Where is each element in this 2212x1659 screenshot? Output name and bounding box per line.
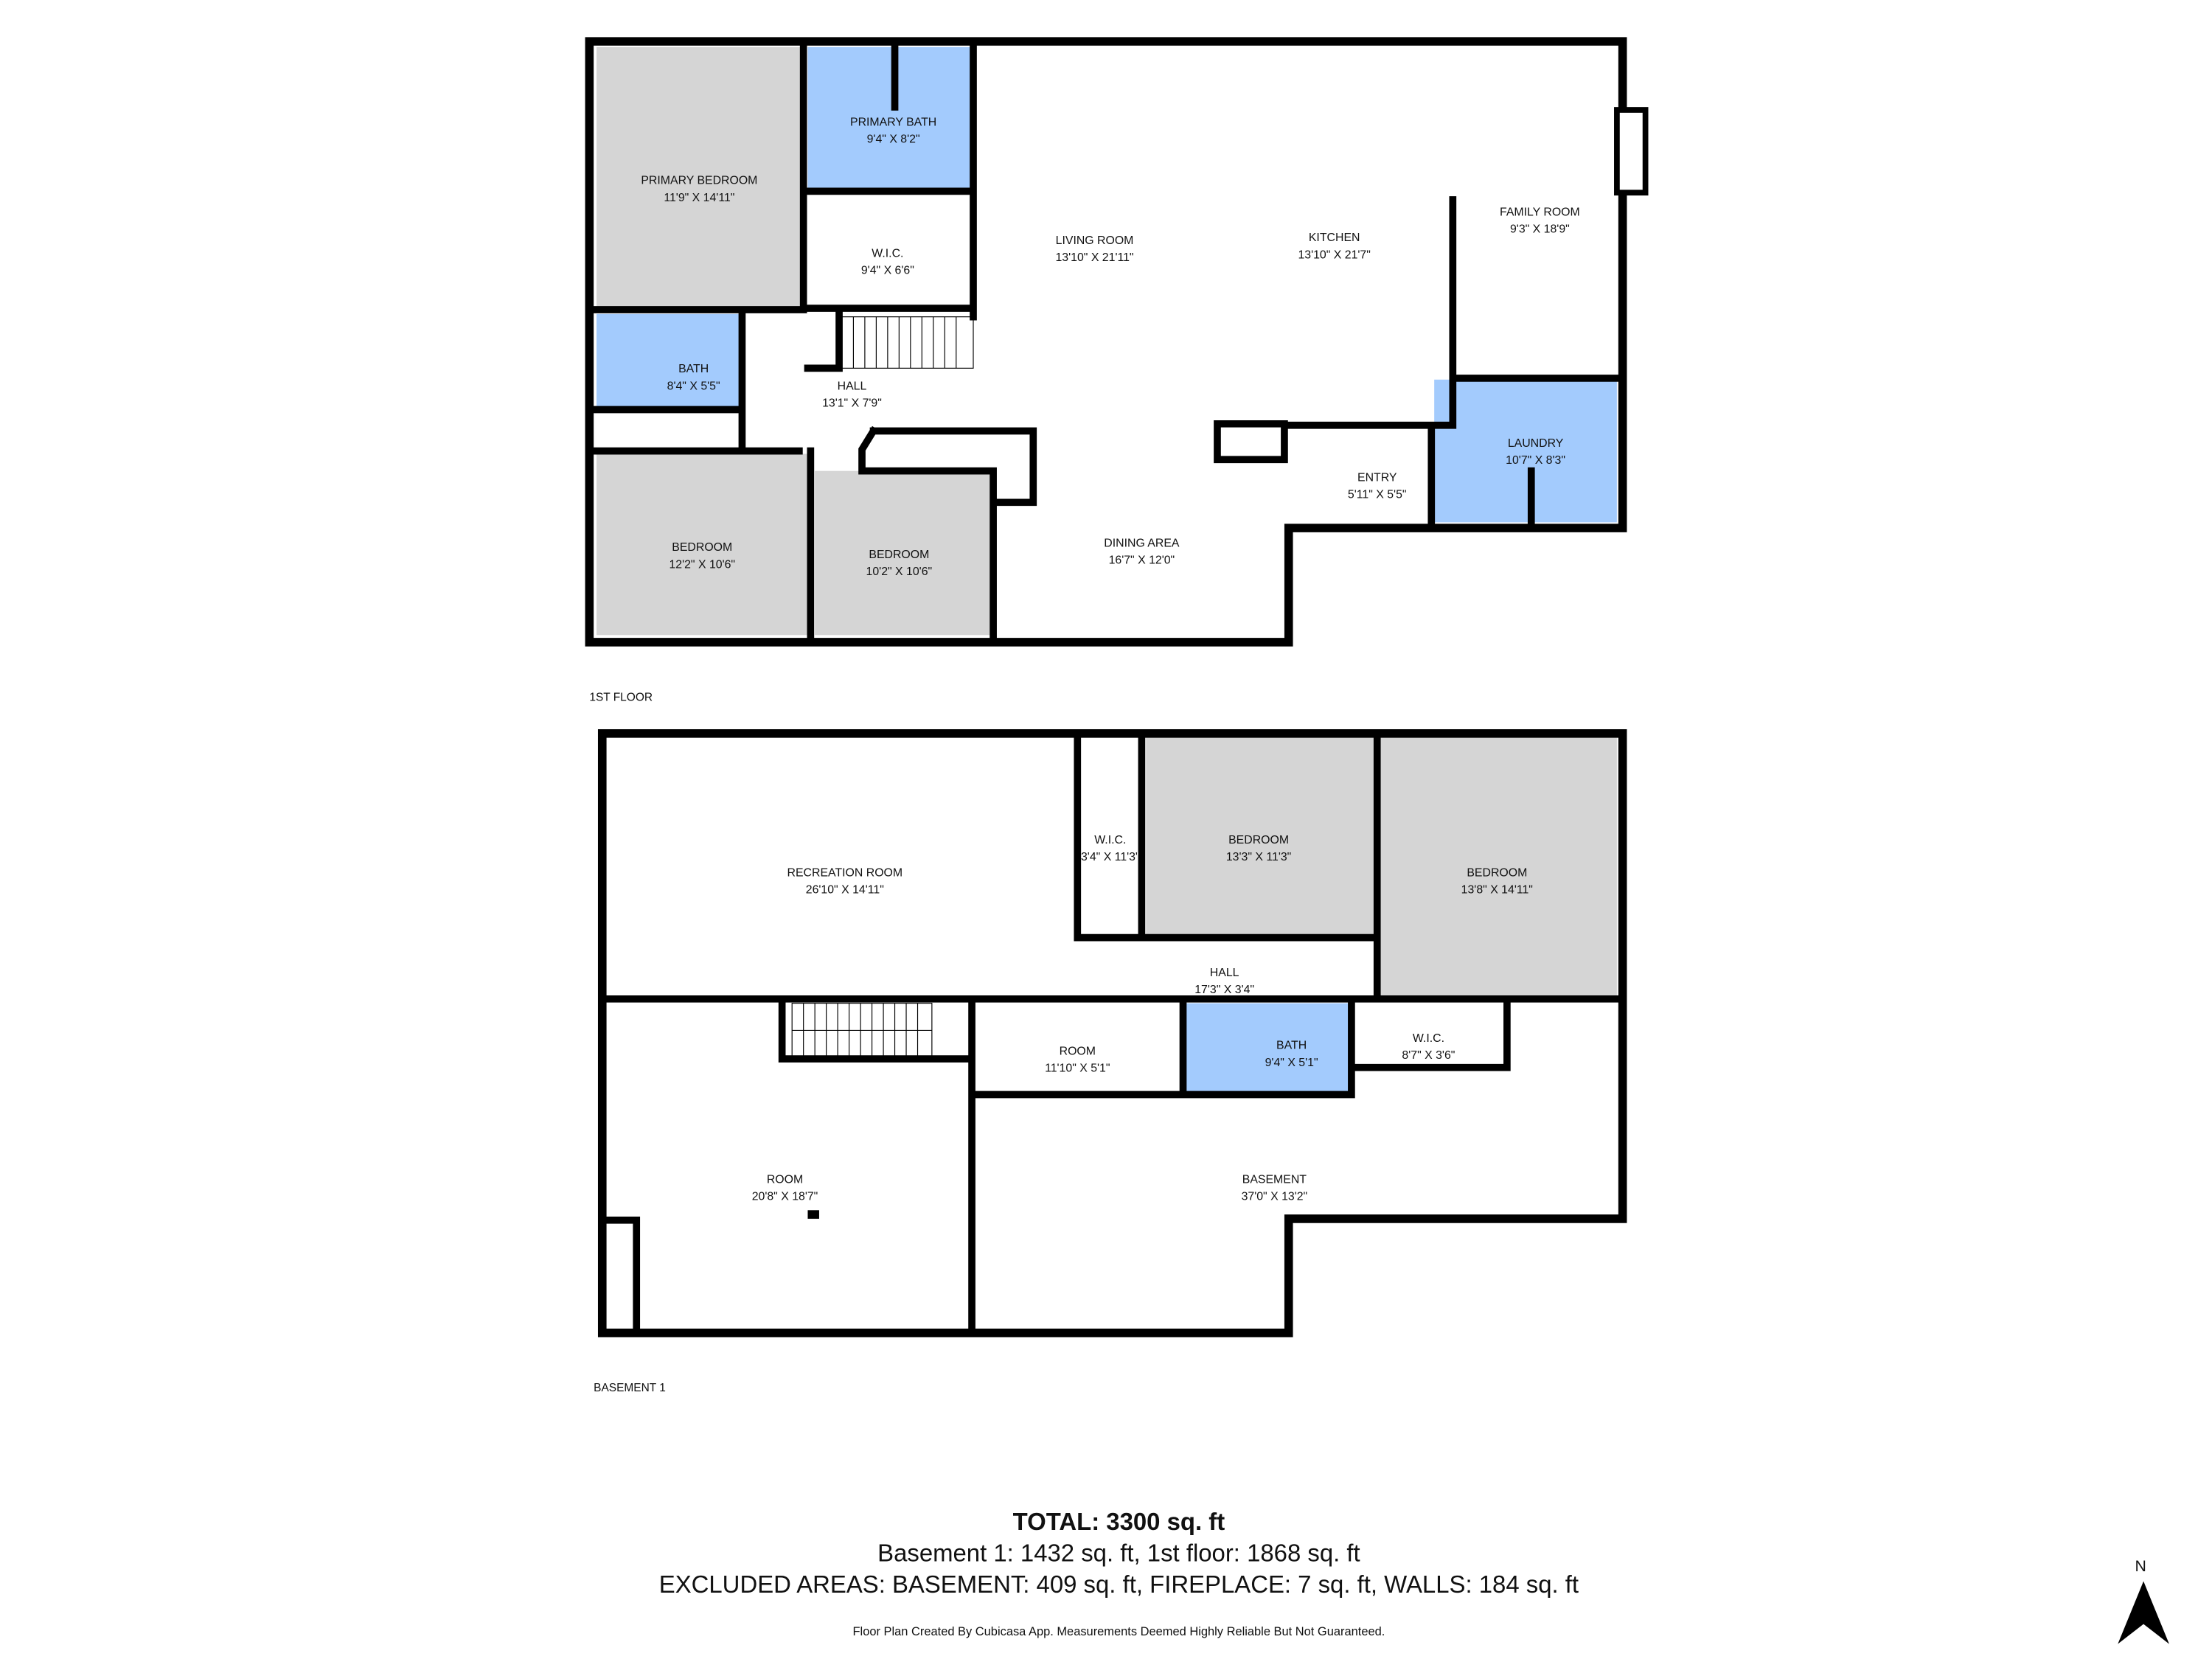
disclaimer: Floor Plan Created By Cubicasa App. Meas… [853,1625,1385,1638]
room-name: FAMILY ROOM [1500,206,1580,218]
room-size: 11'10" X 5'1" [1045,1062,1110,1075]
room-name: DINING AREA [1104,537,1180,549]
room-name: BATH [678,363,709,375]
floor-label-basement: BASEMENT 1 [594,1382,666,1394]
room-hall: HALL 13'1" X 7'9" [822,380,882,409]
room-size: 13'3" X 11'3" [1226,851,1291,863]
room-name: BEDROOM [1467,866,1527,879]
room-size: 9'4" X 5'1" [1265,1057,1318,1069]
room-living-room: LIVING ROOM 13'10" X 21'11" [1055,234,1133,264]
room-name: PRIMARY BEDROOM [641,175,757,187]
room-name: BEDROOM [672,541,732,554]
room-size: 8'7" X 3'6" [1402,1049,1455,1062]
room-w-i-c: W.I.C. 8'7" X 3'6" [1402,1032,1455,1062]
room-size: 10'2" X 10'6" [866,566,933,578]
room-size: 13'1" X 7'9" [822,397,882,410]
room-name: LAUNDRY [1508,437,1564,450]
room-name: W.I.C. [1094,834,1126,846]
room-bedroom: BEDROOM 13'8" X 14'11" [1461,866,1533,896]
fireplace [1614,107,1649,196]
room-bedroom: BEDROOM 12'2" X 10'6" [669,541,735,571]
north-arrow-icon: N [2118,1557,2169,1644]
column [807,1210,819,1219]
room-w-i-c: W.I.C. 9'4" X 6'6" [861,247,914,276]
room-fill-bedroom [1380,737,1617,998]
basement-interior-walls [598,734,1627,1337]
room-basement: BASEMENT 37'0" X 13'2" [1242,1174,1308,1203]
room-fill-bath [597,313,741,407]
room-family-room: FAMILY ROOM 9'3" X 18'9" [1500,206,1580,235]
room-name: ROOM [767,1174,803,1186]
room-size: 26'10" X 14'11" [806,884,884,897]
room-size: 13'10" X 21'11" [1055,251,1133,264]
excluded-areas: EXCLUDED AREAS: BASEMENT: 409 sq. ft, FI… [659,1571,1579,1598]
room-name: PRIMARY BATH [850,116,936,128]
room-bedroom: BEDROOM 10'2" X 10'6" [866,549,933,578]
room-hall: HALL 17'3" X 3'4" [1194,967,1254,996]
room-size: 9'3" X 18'9" [1510,223,1570,235]
walls [585,37,1649,1338]
room-name: BEDROOM [1228,834,1289,846]
room-size: 11'9" X 14'11" [664,192,734,204]
room-name: ROOM [1060,1045,1096,1057]
room-name: W.I.C. [872,247,903,260]
room-dining-area: DINING AREA 16'7" X 12'0" [1104,537,1180,566]
stairs-basement [791,1003,933,1061]
room-name: BEDROOM [869,549,929,561]
room-recreation-room: RECREATION ROOM 26'10" X 14'11" [787,866,903,896]
first-floor-interior-walls [593,44,1624,639]
room-name: LIVING ROOM [1056,234,1134,247]
room-size: 16'7" X 12'0" [1109,554,1175,567]
room-size: 5'11" X 5'5" [1348,488,1407,501]
room-name: RECREATION ROOM [787,866,903,879]
room-size: 13'8" X 14'11" [1461,884,1533,897]
room-bath: BATH 8'4" X 5'5" [667,363,720,392]
room-room: ROOM 11'10" X 5'1" [1045,1045,1110,1074]
room-size: 8'4" X 5'5" [667,380,720,392]
room-name: KITCHEN [1309,232,1360,244]
room-size: 13'10" X 21'7" [1298,248,1370,261]
room-room: ROOM 20'8" X 18'7" [752,1174,818,1203]
room-name: BASEMENT [1242,1174,1307,1186]
room-size: 10'7" X 8'3" [1506,454,1565,467]
room-name: HALL [1210,967,1239,979]
stairs-first-floor [841,316,974,369]
room-size: 37'0" X 13'2" [1242,1191,1308,1203]
room-primary-bedroom: PRIMARY BEDROOM 11'9" X 14'11" [641,175,757,204]
north-label: N [2135,1557,2146,1575]
room-laundry: LAUNDRY 10'7" X 8'3" [1506,437,1565,467]
room-bedroom: BEDROOM 13'3" X 11'3" [1226,834,1291,863]
room-w-i-c: W.I.C. 3'4" X 11'3" [1081,834,1140,863]
room-size: 9'4" X 8'2" [867,133,920,146]
room-name: ENTRY [1357,471,1397,484]
room-name: W.I.C. [1413,1032,1444,1045]
room-fill-bedroom [815,470,991,636]
basement-outline [597,729,1627,1338]
room-bath: BATH 9'4" X 5'1" [1265,1040,1318,1069]
total-area: TOTAL: 3300 sq. ft [1013,1508,1225,1535]
room-size: 20'8" X 18'7" [752,1191,818,1203]
room-size: 12'2" X 10'6" [669,558,735,571]
room-kitchen: KITCHEN 13'10" X 21'7" [1298,232,1370,261]
room-fill-bath [1186,1003,1349,1093]
floor-label-first: 1ST FLOOR [589,691,653,703]
room-fill-bedroom [597,453,808,636]
room-primary-bath: PRIMARY BATH 9'4" X 8'2" [850,116,936,145]
room-fill-primary-bedroom [597,46,804,307]
room-size: 17'3" X 3'4" [1194,984,1254,996]
floor-area-breakdown: Basement 1: 1432 sq. ft, 1st floor: 1868… [877,1539,1360,1566]
room-size: 3'4" X 11'3" [1081,851,1140,863]
room-fill-bedroom [1146,737,1374,936]
room-fill-primary-bath [807,46,971,189]
room-name: HALL [838,380,867,392]
room-fill-laundry [1434,379,1617,523]
room-entry: ENTRY 5'11" X 5'5" [1348,471,1407,501]
room-size: 9'4" X 6'6" [861,265,914,277]
room-name: BATH [1276,1040,1307,1052]
